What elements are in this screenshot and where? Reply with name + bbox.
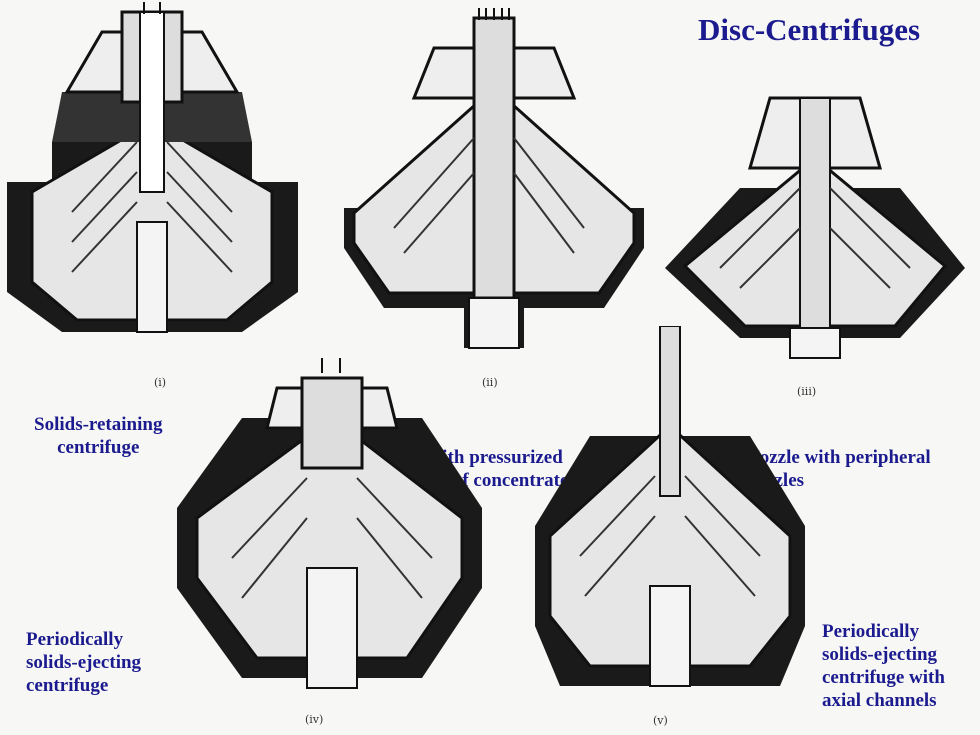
figure-number-iv: (iv) xyxy=(305,713,324,726)
label-line: Periodically xyxy=(822,621,920,642)
centrifuge-diagram-iii xyxy=(660,88,970,368)
figure-number-iii: (iii) xyxy=(797,385,817,398)
label-line: Nozzle with peripheral xyxy=(746,447,931,468)
centrifuge-diagram-iv xyxy=(172,358,492,708)
label-line: Periodically xyxy=(26,629,124,650)
label-line: axial channels xyxy=(822,690,937,711)
label-line: Solids-retaining xyxy=(34,414,163,435)
label-line: centrifuge with xyxy=(822,667,945,688)
centrifuge-diagram-v xyxy=(520,326,820,711)
label-line: centrifuge xyxy=(26,675,109,696)
centrifuge-diagram-ii xyxy=(334,8,654,358)
figure-number-v: (v) xyxy=(653,714,668,727)
label-line: solids-ejecting xyxy=(822,644,938,665)
figure-number-ii: (ii) xyxy=(482,376,498,389)
figure-number-i: (i) xyxy=(154,376,167,389)
figure-label-iv: Periodically solids-ejecting centrifuge xyxy=(26,628,141,697)
figure-label-i: Solids-retaining centrifuge xyxy=(34,413,162,459)
centrifuge-diagram-i xyxy=(2,2,302,347)
label-line: solids-ejecting xyxy=(26,652,142,673)
page-title: Disc-Centrifuges xyxy=(698,12,921,47)
figure-label-v: Periodically solids-ejecting centrifuge … xyxy=(822,620,945,712)
label-line: centrifuge xyxy=(57,437,140,458)
